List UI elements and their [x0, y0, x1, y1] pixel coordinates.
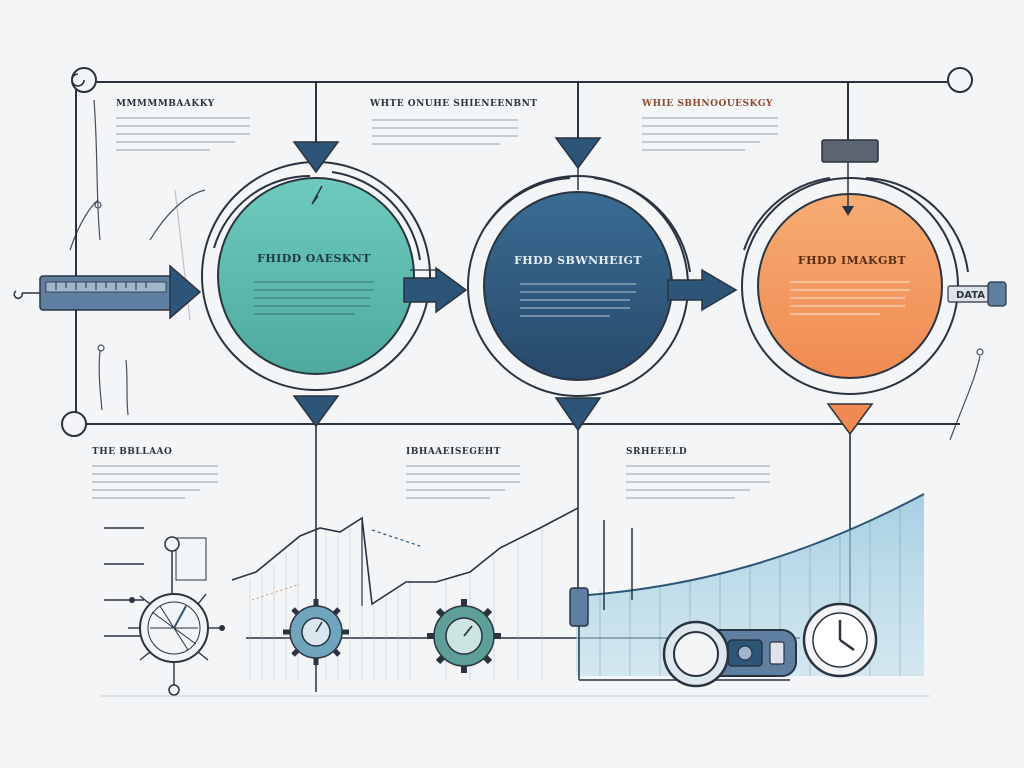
stage-circle-navy: FHDD SBWNHEIGT	[467, 137, 691, 432]
input-ruler-arrow	[13, 264, 202, 320]
navy-circle-title: FHDD SBWNHEIGT	[514, 254, 642, 267]
side-data-tag: DATA	[947, 281, 1007, 307]
clock-icon	[802, 602, 878, 678]
gear-icon	[283, 599, 349, 692]
teal-output-marker	[292, 395, 340, 428]
navy-output-marker	[554, 397, 602, 432]
decorative-line-chart	[231, 507, 579, 680]
arrow-teal-to-navy	[403, 266, 468, 314]
teal-input-marker	[292, 141, 340, 174]
gear-icon-2	[427, 599, 501, 673]
bottom-heading-3: SRHEEELD	[626, 447, 687, 457]
arrow-navy-to-orange	[667, 268, 738, 312]
top-heading-1: MMMMMBAAKKY	[116, 99, 215, 109]
gauge-icon	[104, 527, 225, 696]
bottom-heading-2: IBHAAEISEGEHT	[406, 447, 501, 457]
corner-curl	[71, 73, 85, 87]
side-data-label: DATA	[956, 290, 985, 301]
corner-node-top-right	[947, 67, 973, 93]
teal-circle-title: FHIDD OAESKNT	[257, 252, 371, 265]
stage-circle-teal: FHIDD OAESKNT	[201, 141, 431, 428]
decorative-sketch-lines	[69, 99, 984, 441]
top-heading-2: WHTE ONUHE SHIENEENBNT	[369, 99, 538, 109]
orange-circle-title: FHDD IMAKGBT	[798, 254, 907, 267]
navy-input-marker	[554, 137, 602, 170]
orange-output-marker	[826, 403, 874, 436]
stage-circle-orange: FHDD IMAKGBT	[741, 139, 969, 436]
bottom-heading-1: THE BBLLAAO	[92, 447, 172, 457]
frame-lines	[75, 81, 960, 425]
corner-node-bottom-left	[61, 411, 87, 437]
magnifier-device-icon	[662, 620, 797, 688]
placeholder-text-lines	[92, 117, 778, 499]
top-heading-3: WHIE SBHNOOUESKGY	[641, 99, 773, 109]
orange-input-marker	[821, 139, 879, 163]
